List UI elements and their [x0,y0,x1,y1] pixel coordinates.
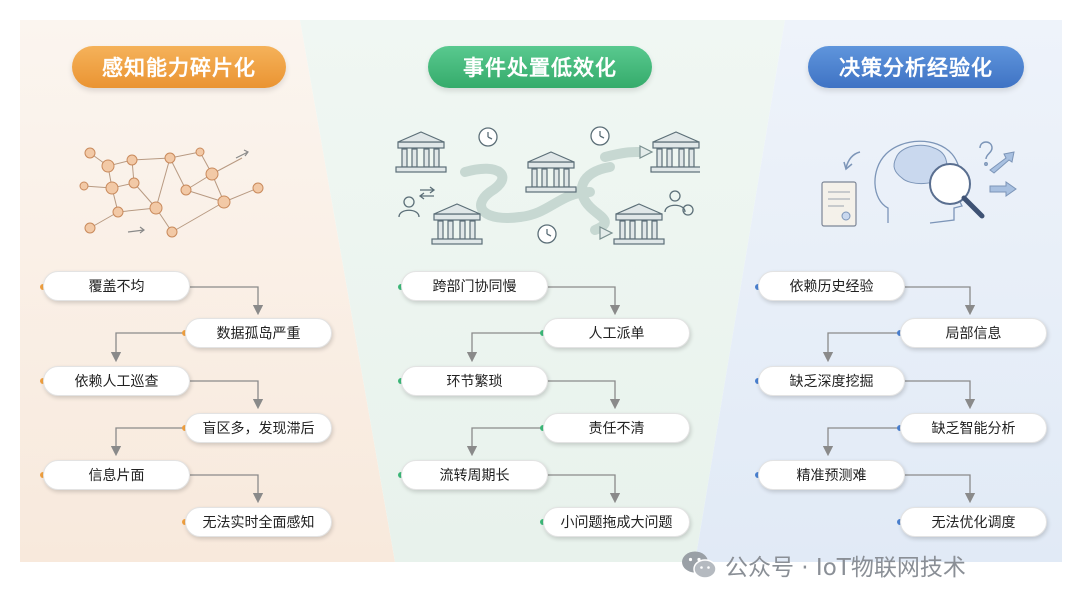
item-coverage-uneven: 覆盖不均 [43,271,190,301]
watermark: 公众号 · IoT物联网技术 [681,547,966,583]
brain-analysis-icon [821,140,1017,227]
wechat-icon [682,551,717,579]
watermark-text: 公众号 · IoT物联网技术 [725,555,966,581]
column-title-perception: 感知能力碎片化 [72,46,286,88]
item-slow-coordination: 跨部门协同慢 [401,271,548,301]
item-small-to-big-problem: 小问题拖成大问题 [543,507,690,537]
item-long-cycle: 流转周期长 [401,460,548,490]
item-unclear-responsibility: 责任不清 [543,413,690,443]
item-hard-prediction: 精准预测难 [758,460,905,490]
item-no-optimized-scheduling: 无法优化调度 [900,507,1047,537]
item-manual-dispatch: 人工派单 [543,318,690,348]
item-historical-experience: 依赖历史经验 [758,271,905,301]
column-title-decision: 决策分析经验化 [808,46,1024,88]
item-local-info: 局部信息 [900,318,1047,348]
item-lack-smart-analysis: 缺乏智能分析 [900,413,1047,443]
item-blind-spots: 盲区多，发现滞后 [185,413,332,443]
item-data-silos: 数据孤岛严重 [185,318,332,348]
network-graph-icon [79,147,264,238]
item-partial-info: 信息片面 [43,460,190,490]
government-building-flow-icon [395,126,700,245]
item-tedious-steps: 环节繁琐 [401,366,548,396]
item-lack-deep-mining: 缺乏深度挖掘 [758,366,905,396]
column-title-handling: 事件处置低效化 [428,46,652,88]
item-manual-patrol: 依赖人工巡查 [43,366,190,396]
item-no-realtime-perception: 无法实时全面感知 [185,507,332,537]
